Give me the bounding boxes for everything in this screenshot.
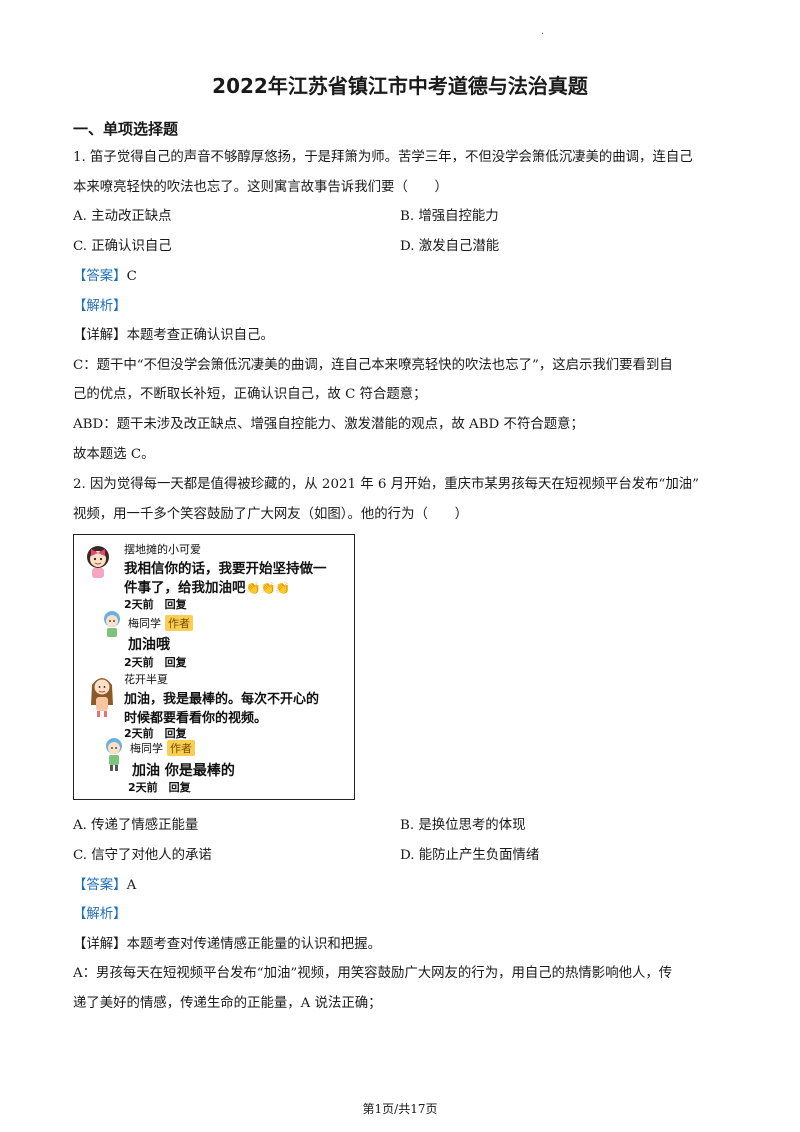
q1-answer: 【答案】C [73, 267, 137, 287]
comment2-author: 花开半夏 [124, 673, 168, 686]
page-title: 2022年江苏省镇江市中考道德与法治真题 [212, 74, 588, 98]
q1-detail-text: 本题考查正确认识自己。 [126, 328, 274, 343]
q1-option-d: D. 激发自己潜能 [400, 239, 500, 254]
q1-option-b: B. 增强自控能力 [400, 209, 499, 224]
q2-a-line1: A：男孩每天在短视频平台发布“加油”视频，用笑容鼓励广大网友的行为，用自己的热情… [73, 966, 673, 981]
q2-answer: 【答案】A [73, 876, 136, 896]
girl-avatar-icon [87, 546, 109, 578]
section-title: 一、单项选择题 [73, 120, 179, 138]
page-number: 第1页/共17页 [362, 1102, 438, 1116]
q1-analysis-tag: 【解析】 [73, 299, 127, 314]
q2-answer-value: A [126, 878, 137, 893]
q2-detail: 【详解】本题考查对传递情感正能量的认识和把握。 [73, 935, 381, 955]
q1-analysis: 【解析】 [73, 297, 127, 317]
q1-option-c: C. 正确认识自己 [73, 239, 172, 254]
comment2-text-line2: 时候都要看看你的视频。 [124, 711, 268, 726]
q2-analysis-tag: 【解析】 [73, 907, 127, 922]
comment2-meta: 2天前 回复 [124, 727, 187, 740]
clap-emoji-icon: 👏👏👏 [245, 581, 291, 595]
q1-conclusion: 故本题选 C。 [73, 447, 155, 462]
girl-longhair-avatar-icon [91, 678, 113, 717]
q2-a-line2: 递了美好的情感，传递生命的正能量，A 说法正确； [73, 996, 382, 1011]
q1-option-a: A. 主动改正缺点 [73, 209, 172, 224]
comment1-meta: 2天前 回复 [124, 598, 187, 611]
reply2-author-badge: 作者 [167, 740, 195, 756]
q1-detail-tag: 【详解】 [73, 328, 127, 343]
q2-analysis: 【解析】 [73, 905, 127, 925]
reply1-author: 梅同学作者 [128, 615, 193, 631]
boy-avatar-icon [106, 738, 122, 771]
comment2-text-line1: 加油，我是最棒的。每次不开心的 [124, 692, 320, 707]
q1-c-line1: C：题干中“不但没学会箫低沉凄美的曲调，连自己本来嘹亮轻快的吹法也忘了”，这启示… [73, 358, 673, 373]
reply1-author-badge: 作者 [165, 615, 193, 631]
reply1-meta: 2天前 回复 [124, 656, 187, 669]
q2-stem-line2: 视频，用一千多个笑容鼓励了广大网友（如图）。他的行为（ ） [73, 507, 469, 522]
q1-detail: 【详解】本题考查正确认识自己。 [73, 326, 274, 346]
q2-detail-text: 本题考查对传递情感正能量的认识和把握。 [126, 937, 381, 952]
q2-stem-line1: 2. 因为觉得每一天都是值得被珍藏的，从 2021 年 6 月开始，重庆市某男孩… [73, 477, 699, 492]
boy-avatar-icon [104, 611, 120, 637]
reply2-text: 加油 你是最棒的 [132, 763, 235, 779]
comment-screenshot: 摆地摊的小可爱 我相信你的话，我要开始坚持做一 件事了，给我加油吧👏👏👏 2天前… [73, 534, 355, 800]
q1-stem-line1: 1. 笛子觉得自己的声音不够醇厚悠扬，于是拜箫为师。苦学三年，不但没学会箫低沉凄… [73, 150, 693, 165]
q2-option-c: C. 信守了对他人的承诺 [73, 848, 212, 863]
reply2-meta: 2天前 回复 [128, 781, 191, 794]
q1-answer-tag: 【答案】 [73, 269, 127, 284]
reply1-text: 加油哦 [128, 637, 170, 653]
q2-option-b: B. 是换位思考的体现 [400, 818, 526, 833]
q1-answer-value: C [126, 269, 137, 284]
header-dot: . [541, 26, 545, 37]
q2-option-a: A. 传递了情感正能量 [73, 818, 199, 833]
q2-option-d: D. 能防止产生负面情绪 [400, 848, 540, 863]
q1-abd-line: ABD：题干未涉及改正缺点、增强自控能力、激发潜能的观点，故 ABD 不符合题意… [73, 417, 584, 432]
q1-stem-line2: 本来嘹亮轻快的吹法也忘了。这则寓言故事告诉我们要（ ） [73, 180, 448, 195]
comment1-text-line2: 件事了，给我加油吧👏👏👏 [124, 580, 291, 596]
comment1-text-line1: 我相信你的话，我要开始坚持做一 [124, 561, 327, 577]
comment1-author: 摆地摊的小可爱 [124, 543, 201, 556]
reply2-author: 梅同学作者 [130, 740, 195, 756]
q2-detail-tag: 【详解】 [73, 937, 127, 952]
q2-answer-tag: 【答案】 [73, 878, 127, 893]
q1-c-line2: 己的优点，不断取长补短，正确认识自己，故 C 符合题意； [73, 387, 427, 402]
